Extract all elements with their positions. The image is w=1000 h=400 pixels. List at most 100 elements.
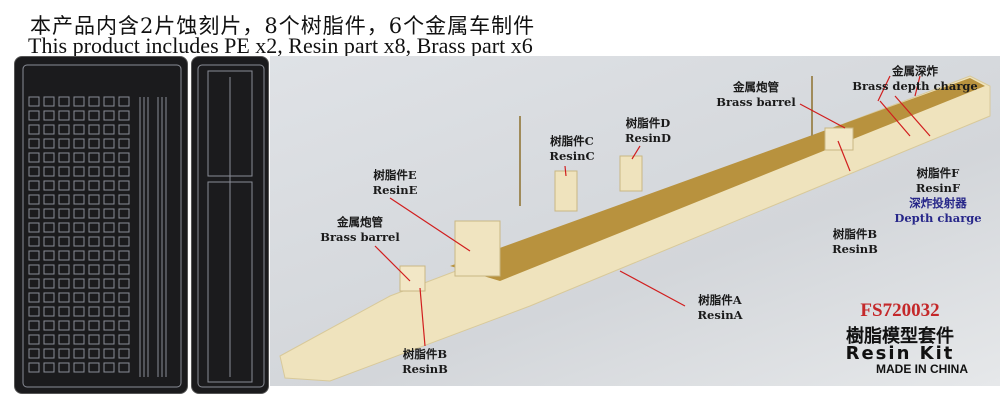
fret-part <box>103 222 115 233</box>
label-en: ResinE <box>372 183 418 197</box>
label-sub-cn: 深炸投射器 <box>909 196 967 210</box>
fret-part <box>28 180 40 191</box>
fret-1-parts <box>22 64 182 388</box>
ship-model <box>279 75 991 382</box>
fret-part <box>43 250 55 261</box>
fret-part <box>28 222 40 233</box>
fret-part <box>103 306 115 317</box>
fret-part <box>58 250 70 261</box>
fret-part <box>73 306 85 317</box>
fret-part <box>103 292 115 303</box>
label-cn: 树脂件C <box>550 134 594 148</box>
label-cn: 金属炮管 <box>732 80 779 94</box>
fret-part <box>43 292 55 303</box>
label-cn: 树脂件F <box>916 166 960 180</box>
fret-part <box>73 152 85 163</box>
fret-part <box>103 152 115 163</box>
ship-model-photo <box>270 56 1000 386</box>
fret-part <box>73 138 85 149</box>
label-en: Brass barrel <box>716 95 796 109</box>
fret-part <box>28 320 40 331</box>
fret-part <box>103 320 115 331</box>
fret-part <box>58 222 70 233</box>
fret-part <box>58 362 70 373</box>
leader-lines <box>374 75 931 347</box>
fret-part <box>58 110 70 121</box>
funnel-c <box>554 170 578 212</box>
label-en: ResinB <box>402 362 448 376</box>
fret-part <box>28 334 40 345</box>
fret-part <box>88 320 100 331</box>
fret-part <box>43 362 55 373</box>
fret-part <box>88 138 100 149</box>
fret-part <box>103 180 115 191</box>
fret-part <box>88 96 100 107</box>
fret-part <box>73 250 85 261</box>
fret-part <box>43 194 55 205</box>
fret-part <box>58 208 70 219</box>
fret-part <box>58 152 70 163</box>
photo-etch-fret-1 <box>14 56 188 394</box>
fret-part <box>118 194 130 205</box>
fret-part <box>88 166 100 177</box>
fret-part <box>58 306 70 317</box>
fret-part <box>28 236 40 247</box>
fret-part <box>58 278 70 289</box>
bridge <box>454 220 501 277</box>
gun-front <box>399 265 426 292</box>
product-code: FS720032 <box>860 300 940 321</box>
fret-part <box>88 222 100 233</box>
fret-part <box>43 264 55 275</box>
fret-part <box>73 320 85 331</box>
fret-part <box>58 124 70 135</box>
fret-part <box>28 208 40 219</box>
fret-part <box>88 264 100 275</box>
label-en: Brass barrel <box>320 230 400 244</box>
fret-part <box>73 236 85 247</box>
fret-part <box>43 334 55 345</box>
fret-part <box>43 96 55 107</box>
label-en: ResinA <box>697 308 743 322</box>
fret-part <box>88 180 100 191</box>
fret-part <box>88 208 100 219</box>
fret-part <box>103 166 115 177</box>
fret-part <box>43 208 55 219</box>
label-en: ResinF <box>915 181 961 195</box>
label-cn: 树脂件E <box>373 168 417 182</box>
fret-part <box>58 96 70 107</box>
fret-part <box>118 334 130 345</box>
fret-part <box>28 194 40 205</box>
fret-part <box>118 348 130 359</box>
fret-part <box>103 96 115 107</box>
fret-part <box>118 96 130 107</box>
fret-part <box>88 236 100 247</box>
label-en: ResinC <box>549 149 595 163</box>
fret-part <box>43 180 55 191</box>
fret-part <box>88 194 100 205</box>
label-cn: 树脂件A <box>698 293 742 307</box>
fret-part <box>43 124 55 135</box>
fret-part <box>88 348 100 359</box>
fret-part <box>73 292 85 303</box>
made-in-label: MADE IN CHINA <box>876 362 968 376</box>
fret-part <box>73 110 85 121</box>
fret-part <box>28 124 40 135</box>
fret-part <box>58 334 70 345</box>
fret-part <box>73 180 85 191</box>
fret-part <box>43 110 55 121</box>
fret-part <box>73 264 85 275</box>
fret-part <box>118 292 130 303</box>
fret-part <box>118 320 130 331</box>
fret-part <box>58 320 70 331</box>
fret-part <box>118 306 130 317</box>
fret-part <box>28 166 40 177</box>
fret-part <box>103 278 115 289</box>
fret-part <box>103 334 115 345</box>
fret-part <box>73 124 85 135</box>
fret-part <box>28 292 40 303</box>
label-cn: 树脂件D <box>625 116 671 130</box>
